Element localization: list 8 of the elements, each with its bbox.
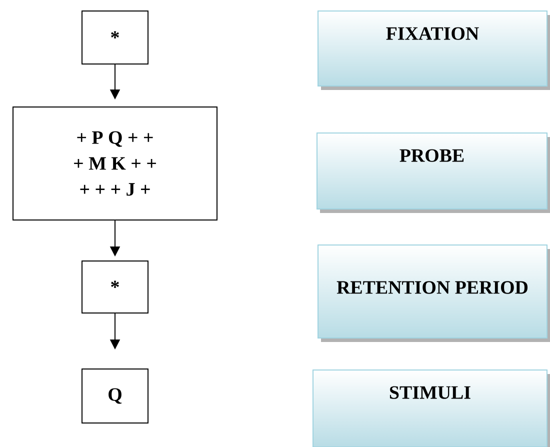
stage-box: RETENTION PERIOD bbox=[318, 244, 550, 342]
stimulus-box: * bbox=[82, 260, 148, 314]
stimulus-box: Q bbox=[82, 368, 148, 424]
stimulus-box: * bbox=[82, 10, 148, 64]
stage-box: FIXATION bbox=[318, 10, 550, 90]
stage-box: PROBE bbox=[316, 132, 550, 213]
stage-box: STIMULI bbox=[312, 370, 550, 447]
stimulus-box: + P Q + + + M K + + + + + J + bbox=[12, 106, 218, 220]
